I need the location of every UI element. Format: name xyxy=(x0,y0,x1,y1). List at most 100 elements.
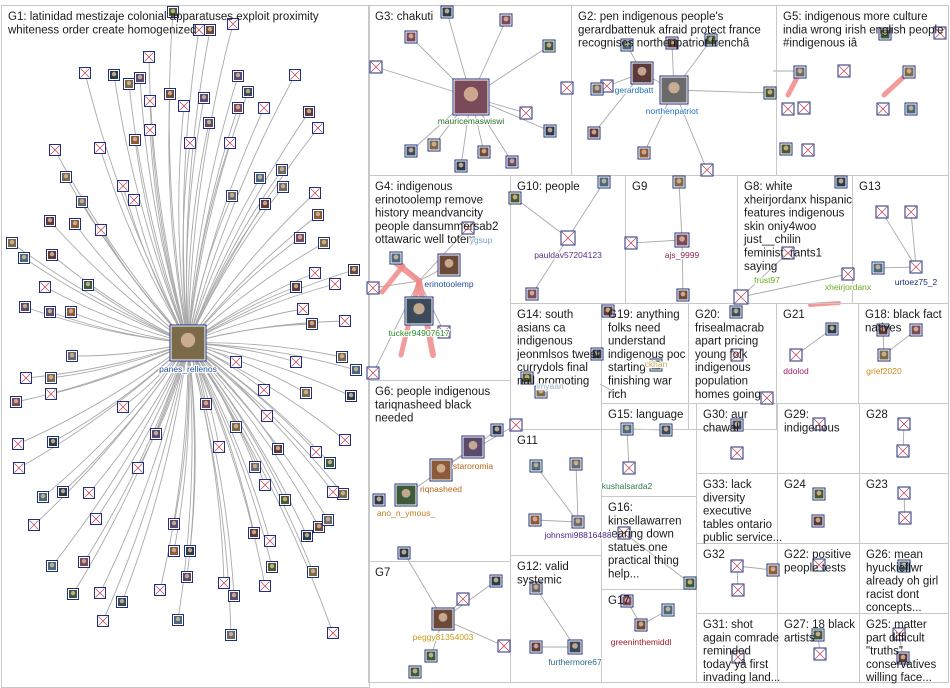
vertex-label-ddolod: ddolod xyxy=(783,366,809,376)
node xyxy=(812,417,826,431)
node xyxy=(672,175,686,189)
node xyxy=(184,137,196,149)
group-label-line: practical thing xyxy=(608,555,679,567)
node xyxy=(65,306,77,318)
edge xyxy=(42,342,189,498)
node xyxy=(259,198,271,210)
node xyxy=(781,102,795,116)
edge xyxy=(678,181,683,241)
edge xyxy=(535,465,579,523)
node xyxy=(46,560,58,572)
vertex-labels-layer: panes_rellenosmauricemaswiswigerardbattn… xyxy=(158,84,939,668)
edge xyxy=(134,139,189,344)
edge xyxy=(33,342,189,526)
group-label-line: india wrong irish english people xyxy=(783,24,943,36)
node xyxy=(154,584,166,596)
vertex-label-peggy: peggy81354003 xyxy=(413,632,474,642)
nodes-layer xyxy=(6,5,947,679)
vertex-label-staroromia: staroromia xyxy=(453,461,493,471)
node xyxy=(339,434,351,446)
group-label-line: G4: indigenous xyxy=(375,181,453,193)
group-label-line: conservatives xyxy=(866,659,937,671)
node xyxy=(597,175,611,189)
node xyxy=(909,260,923,274)
node xyxy=(264,535,276,547)
node xyxy=(290,281,302,293)
node xyxy=(567,639,583,655)
node xyxy=(90,513,102,525)
edge xyxy=(187,320,346,344)
vertex-label-kushalsarda: kushalsarda2 xyxy=(602,481,653,491)
node xyxy=(39,281,51,293)
group-label-line: whiteness order create homogenized xyxy=(7,24,197,36)
group-label-line: G11 xyxy=(517,435,538,447)
node xyxy=(760,391,774,405)
node xyxy=(336,351,348,363)
node xyxy=(729,305,743,319)
node xyxy=(144,124,156,136)
group-label-line: invading land... xyxy=(703,672,780,684)
node xyxy=(637,146,651,160)
node xyxy=(312,209,324,221)
node xyxy=(230,421,242,433)
node xyxy=(497,639,511,653)
edge xyxy=(121,342,189,603)
node xyxy=(232,102,244,114)
edge xyxy=(148,56,189,344)
node xyxy=(168,545,180,557)
node xyxy=(902,65,916,79)
vertex-label-johnsmi: johnsmi98816488 xyxy=(543,530,611,540)
node xyxy=(440,5,454,19)
group-label-g11: G11 xyxy=(517,435,538,447)
group-label-g32: G32 xyxy=(703,549,725,561)
node xyxy=(519,106,533,120)
node xyxy=(97,615,109,627)
node xyxy=(590,82,604,96)
group-label-line: executive xyxy=(703,506,752,518)
highlight-edge xyxy=(379,263,406,295)
group-label-line: kinsellawarren xyxy=(608,515,682,527)
node xyxy=(172,614,184,626)
edge xyxy=(187,75,239,344)
group-label-line: G31: shot xyxy=(703,619,754,631)
node xyxy=(659,75,689,105)
node xyxy=(404,144,418,158)
node xyxy=(505,155,519,169)
node xyxy=(300,387,312,399)
vertex-label-riqnasheed: riqnasheed xyxy=(420,484,462,494)
edge xyxy=(182,142,191,344)
group-label-line: G5: indigenous more culture xyxy=(783,11,927,23)
node xyxy=(167,6,179,18)
node xyxy=(129,134,141,146)
group-label-line: G12: valid xyxy=(517,561,569,573)
edge xyxy=(599,383,619,395)
node xyxy=(408,665,422,679)
node xyxy=(12,438,24,450)
group-label-g21: G21 xyxy=(783,309,805,321)
node xyxy=(661,603,675,617)
vertex-label-tucker: tucker94907617 xyxy=(389,328,450,338)
group-label-line: artists xyxy=(784,632,815,644)
node xyxy=(47,436,59,448)
group-label-g23: G23 xyxy=(866,479,888,491)
node xyxy=(508,191,522,205)
vertex-label-lmyaan: lmyaan xyxy=(536,381,564,391)
group-label-g10: G10: people xyxy=(517,181,580,193)
node xyxy=(634,618,648,632)
node xyxy=(309,187,321,199)
group-label-line: G1: latinidad mestizaje colonial apparat… xyxy=(8,11,319,23)
node xyxy=(876,323,890,337)
node xyxy=(44,306,56,318)
node xyxy=(477,145,491,159)
edge xyxy=(178,105,189,344)
node xyxy=(700,163,714,177)
node xyxy=(534,385,548,399)
group-label-line: G10: people xyxy=(517,181,580,193)
node xyxy=(620,422,634,436)
